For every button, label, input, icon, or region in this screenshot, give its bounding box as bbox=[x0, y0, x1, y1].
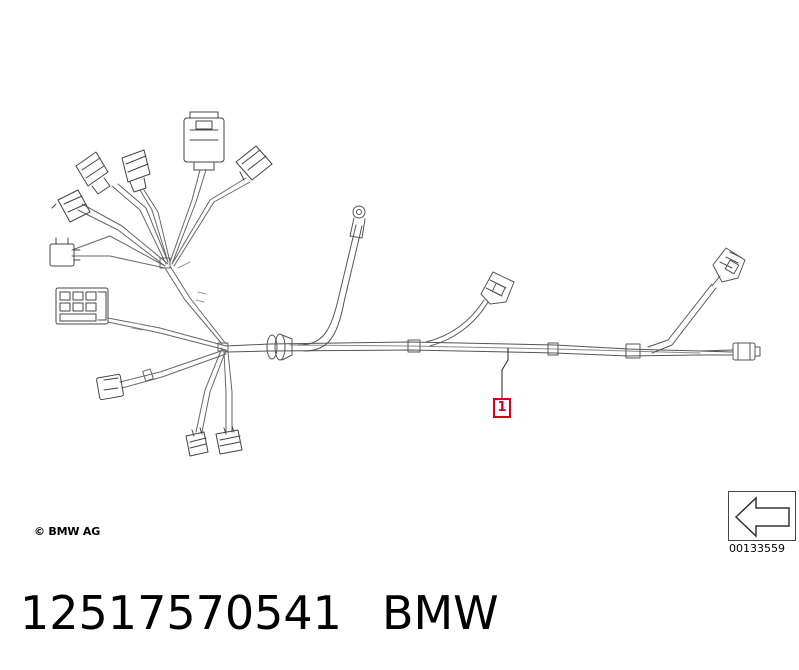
bottom-right-connector bbox=[215, 425, 243, 455]
image-id: 00133559 bbox=[729, 542, 785, 555]
ground-strap bbox=[297, 205, 366, 352]
wiring-harness-diagram bbox=[49, 111, 761, 457]
bottom-left-connector bbox=[185, 427, 209, 457]
top-middle-connector bbox=[121, 149, 151, 193]
main-trunk bbox=[225, 333, 733, 361]
footer-title: 12517570541 BMW bbox=[20, 586, 499, 640]
left-small-connector bbox=[49, 237, 81, 267]
part-number: 12517570541 bbox=[20, 586, 342, 640]
lower-left-connector bbox=[96, 373, 124, 401]
top-left-connector bbox=[75, 151, 111, 195]
left-arrow-icon bbox=[734, 496, 790, 538]
top-right-connector bbox=[235, 145, 273, 181]
right-end-connector bbox=[699, 342, 761, 361]
top-large-connector bbox=[183, 111, 225, 171]
callout-leader bbox=[501, 347, 509, 399]
copyright-notice: © BMW AG bbox=[34, 525, 101, 538]
callout-number[interactable]: 1 bbox=[493, 398, 511, 418]
middle-upper-branch bbox=[425, 271, 515, 347]
back-arrow-button[interactable] bbox=[728, 491, 796, 541]
right-upper-branch bbox=[647, 247, 746, 354]
fuse-box-connector bbox=[55, 287, 109, 325]
left-branches bbox=[71, 169, 251, 433]
left-mid-connector bbox=[51, 189, 91, 223]
brand-name: BMW bbox=[381, 586, 499, 640]
